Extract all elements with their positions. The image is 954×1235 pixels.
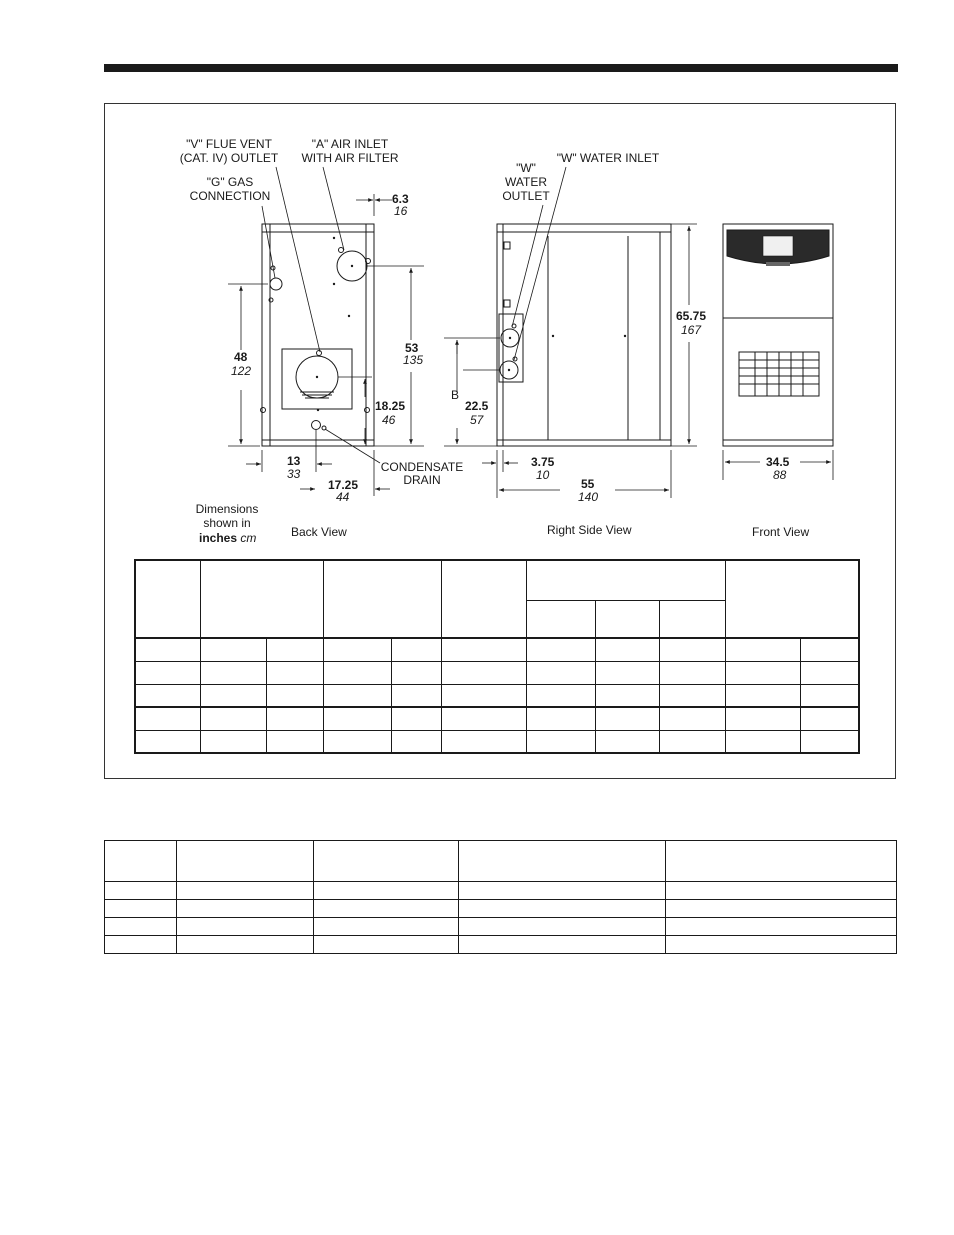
dim-22-5-in: 22.5	[465, 399, 489, 413]
dim-17-25-cm: 44	[336, 490, 350, 504]
table-row	[104, 935, 897, 954]
table-header-cell	[322, 559, 442, 639]
legend-cm: cm	[240, 531, 256, 545]
water-outlet-label-line3: OUTLET	[502, 189, 550, 203]
dim-34-5-in: 34.5	[766, 455, 790, 469]
front-view-cabinet	[722, 223, 834, 447]
table-header-cell	[199, 559, 324, 639]
table-row	[104, 881, 897, 900]
table-header-row	[104, 840, 897, 882]
table-row	[134, 706, 860, 731]
water-inlet-label: "W" WATER INLET	[557, 151, 660, 165]
dim-55-cm: 140	[578, 490, 598, 504]
table-row	[104, 899, 897, 918]
dim-18-25-in: 18.25	[375, 399, 405, 413]
dim-13-cm: 33	[287, 467, 301, 481]
table-row	[134, 637, 860, 662]
dim-53-in: 53	[405, 341, 419, 355]
dim-18-25-cm: 46	[382, 413, 396, 427]
table-header-cell	[594, 599, 660, 639]
dim-55-in: 55	[581, 477, 595, 491]
water-outlet-label-line1: "W"	[516, 161, 536, 175]
dim-22-5-cm: 57	[470, 413, 485, 427]
table-header-cell	[525, 559, 726, 601]
flue-vent-label-line2: (CAT. IV) OUTLET	[180, 151, 279, 165]
dim-3-75-in: 3.75	[531, 455, 555, 469]
dim-34-5-cm: 88	[773, 468, 787, 482]
right-view-caption: Right Side View	[547, 523, 632, 537]
dim-3-75-cm: 10	[536, 468, 550, 482]
back-view-cabinet	[261, 223, 375, 447]
dim-6-3-cm: 16	[394, 204, 408, 218]
condensate-drain-circle	[311, 420, 321, 430]
dim-13-in: 13	[287, 454, 301, 468]
right-side-view	[496, 223, 672, 447]
air-inlet-label-line1: "A" AIR INLET	[312, 137, 389, 151]
back-view	[260, 223, 375, 447]
table-header-cell	[134, 559, 201, 639]
front-view	[722, 223, 834, 447]
dimensions-table	[134, 559, 861, 754]
water-outlet-label-line2: WATER	[505, 175, 547, 189]
condensate-label-line2: DRAIN	[403, 473, 440, 487]
dim-48-cm: 122	[231, 364, 251, 378]
dim-65-75-in: 65.75	[676, 309, 706, 323]
side-view-cabinet	[496, 223, 672, 447]
air-inlet-label-line2: WITH AIR FILTER	[301, 151, 398, 165]
vent-plate	[281, 348, 353, 410]
table-header-cell	[658, 599, 726, 639]
table-header-cell	[440, 559, 527, 639]
table-row	[134, 683, 860, 708]
dim-17-25-in: 17.25	[328, 478, 358, 492]
gas-label-line2: CONNECTION	[190, 189, 271, 203]
front-view-caption: Front View	[752, 525, 809, 539]
table-row	[134, 660, 860, 685]
water-bracket	[498, 313, 524, 383]
dim-6-3-in: 6.3	[392, 192, 409, 206]
flue-vent-label-line1: "V" FLUE VENT	[186, 137, 273, 151]
condensate-label-line1: CONDENSATE	[381, 460, 463, 474]
diagram-frame	[104, 103, 896, 779]
connections-table	[104, 840, 897, 954]
legend-line1: Dimensions	[196, 502, 259, 516]
table-header-cell	[724, 559, 860, 639]
header-rule	[104, 64, 898, 72]
water-outlet-circle	[500, 328, 520, 348]
dim-65-75-cm: 167	[681, 323, 702, 337]
gas-connection-circle	[269, 277, 283, 291]
back-view-caption: Back View	[291, 525, 347, 539]
table-row	[134, 729, 860, 754]
legend-line2: shown in	[203, 516, 250, 530]
table-header-cell	[525, 599, 596, 639]
b-marker: B	[451, 388, 459, 402]
gas-label-line1: "G" GAS	[207, 175, 254, 189]
dim-48-in: 48	[234, 350, 248, 364]
dimension-diagram: "V" FLUE VENT (CAT. IV) OUTLET "A" AIR I…	[180, 137, 834, 545]
table-row	[104, 917, 897, 936]
legend-inches: inches	[199, 531, 237, 545]
dim-53-cm: 135	[403, 353, 423, 367]
legend-line3: inches cm	[199, 531, 256, 545]
